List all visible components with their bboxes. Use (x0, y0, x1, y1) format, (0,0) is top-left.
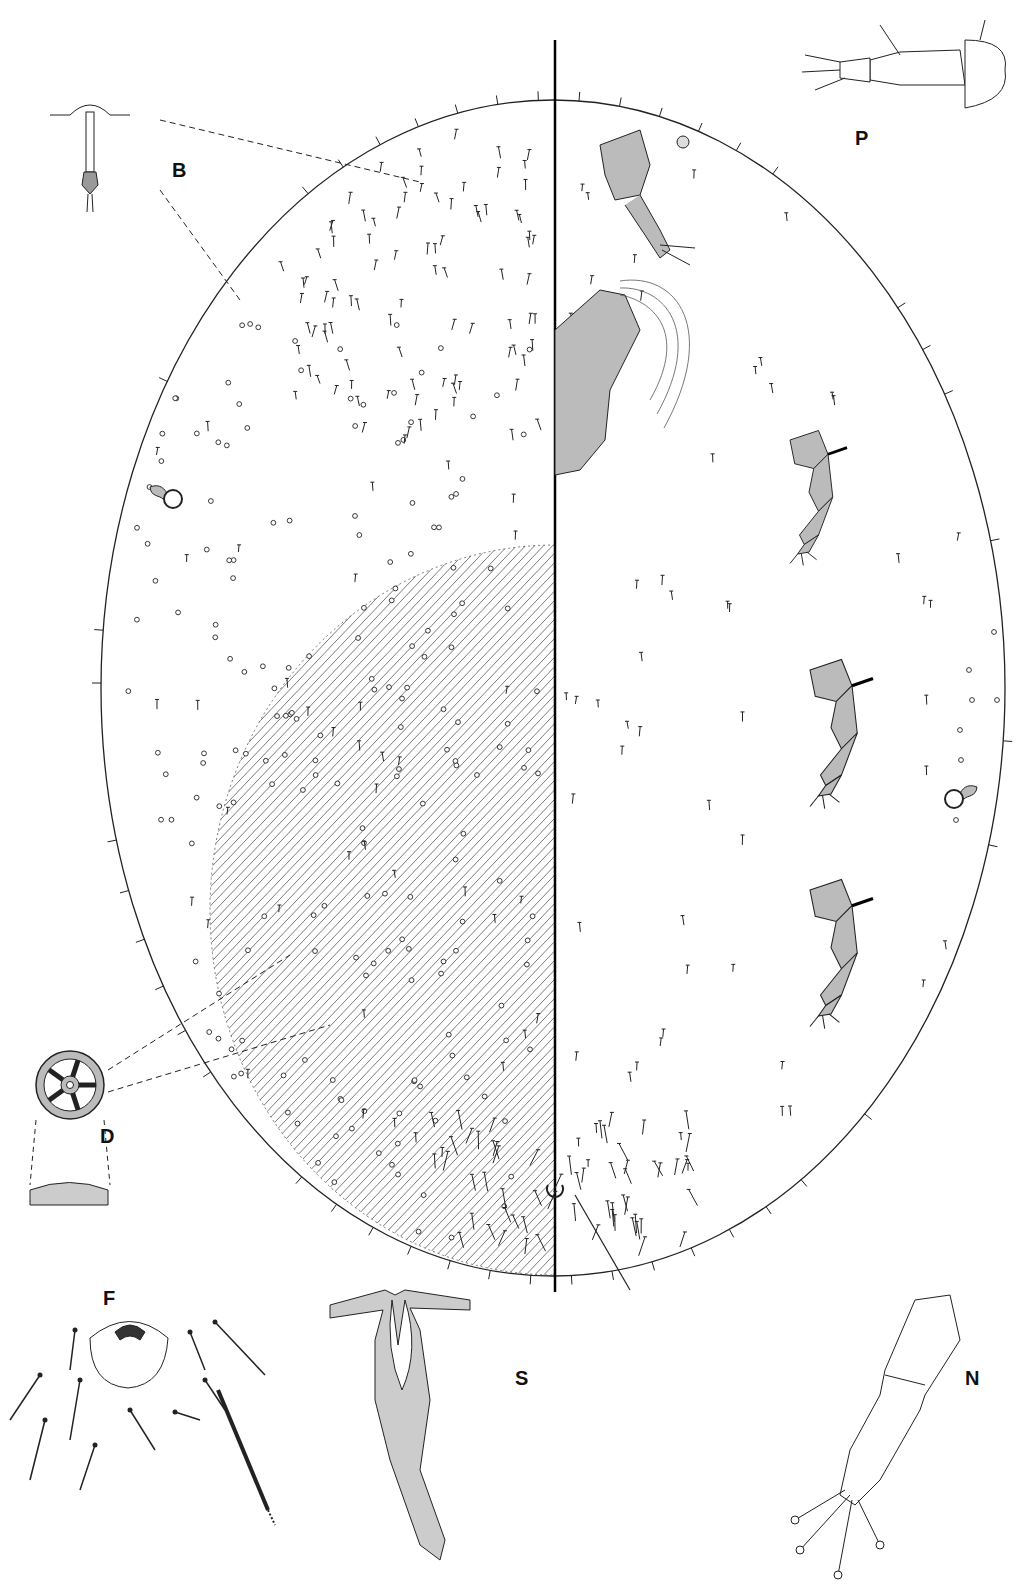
eye (677, 136, 689, 148)
stylet-loop (620, 295, 667, 400)
anal-area-inset (10, 1320, 275, 1526)
disc-pore-inset (30, 955, 330, 1205)
figure-letter: F (103, 1288, 115, 1308)
antenna (600, 130, 650, 200)
figure-letter: S (515, 1368, 528, 1388)
clypeolabral-shield (555, 290, 640, 475)
figure-letter: D (100, 1126, 114, 1146)
stylet-loop (620, 288, 678, 414)
antenna (625, 195, 670, 258)
sclerite-inset (330, 1290, 470, 1560)
leg (790, 431, 847, 566)
stylet-loop (620, 280, 689, 428)
leg (810, 660, 873, 809)
tubular-duct-inset (50, 105, 420, 300)
figure-letter: N (965, 1368, 979, 1388)
hatch-border (210, 545, 555, 1275)
spiracle (150, 486, 182, 508)
spiracle (945, 786, 977, 808)
figure-letter: B (172, 160, 186, 180)
leg (810, 880, 873, 1029)
anal-seta (575, 1195, 630, 1290)
anal-ring (547, 1185, 563, 1197)
tarsal-inset (791, 1295, 960, 1579)
setae (92, 91, 1012, 1284)
midline (554, 40, 557, 1292)
figure-letter: P (855, 128, 868, 148)
pore-inset (802, 20, 1006, 108)
body-outline (101, 100, 1005, 1276)
derm-hatching (0, 500, 1026, 1300)
